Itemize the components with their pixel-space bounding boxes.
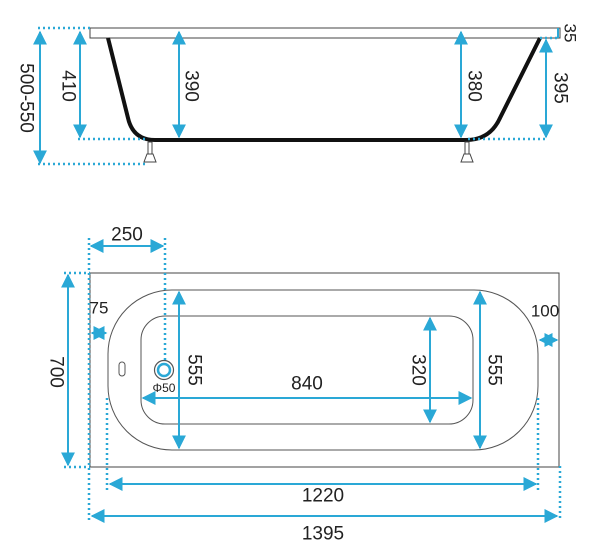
right-foot [460,141,474,163]
inner-length-label: 1220 [302,486,344,507]
width-label: 700 [46,356,67,388]
drain-offset-label: 250 [111,225,143,246]
side-view: 500-550 410 390 380 395 35 [16,24,580,166]
left-depth-label: 410 [58,70,79,102]
bottom-length-label: 840 [291,374,323,395]
right-depth-label: 395 [550,72,571,104]
left-rim-label: 75 [90,299,109,318]
inner-right-label: 380 [464,70,485,102]
overall-length-label: 1395 [302,524,344,545]
left-foot [143,141,157,163]
side-rim [89,27,561,39]
inner-width-right-label: 555 [484,354,505,386]
bottom-width-label: 320 [408,354,429,386]
top-view: 250 700 75 100 Φ50 555 320 555 840 1220 … [46,225,562,545]
drain-inner-icon [156,362,172,378]
drain-diameter-label: Φ50 [153,381,176,395]
overflow-slot-icon [118,361,126,377]
overall-height-label: 500-550 [16,63,37,133]
inner-left-label: 390 [181,70,202,102]
side-tub-profile [106,37,542,142]
inner-width-left-label: 555 [184,354,205,386]
right-rim-label: 100 [531,302,559,321]
rim-label: 35 [561,24,580,43]
